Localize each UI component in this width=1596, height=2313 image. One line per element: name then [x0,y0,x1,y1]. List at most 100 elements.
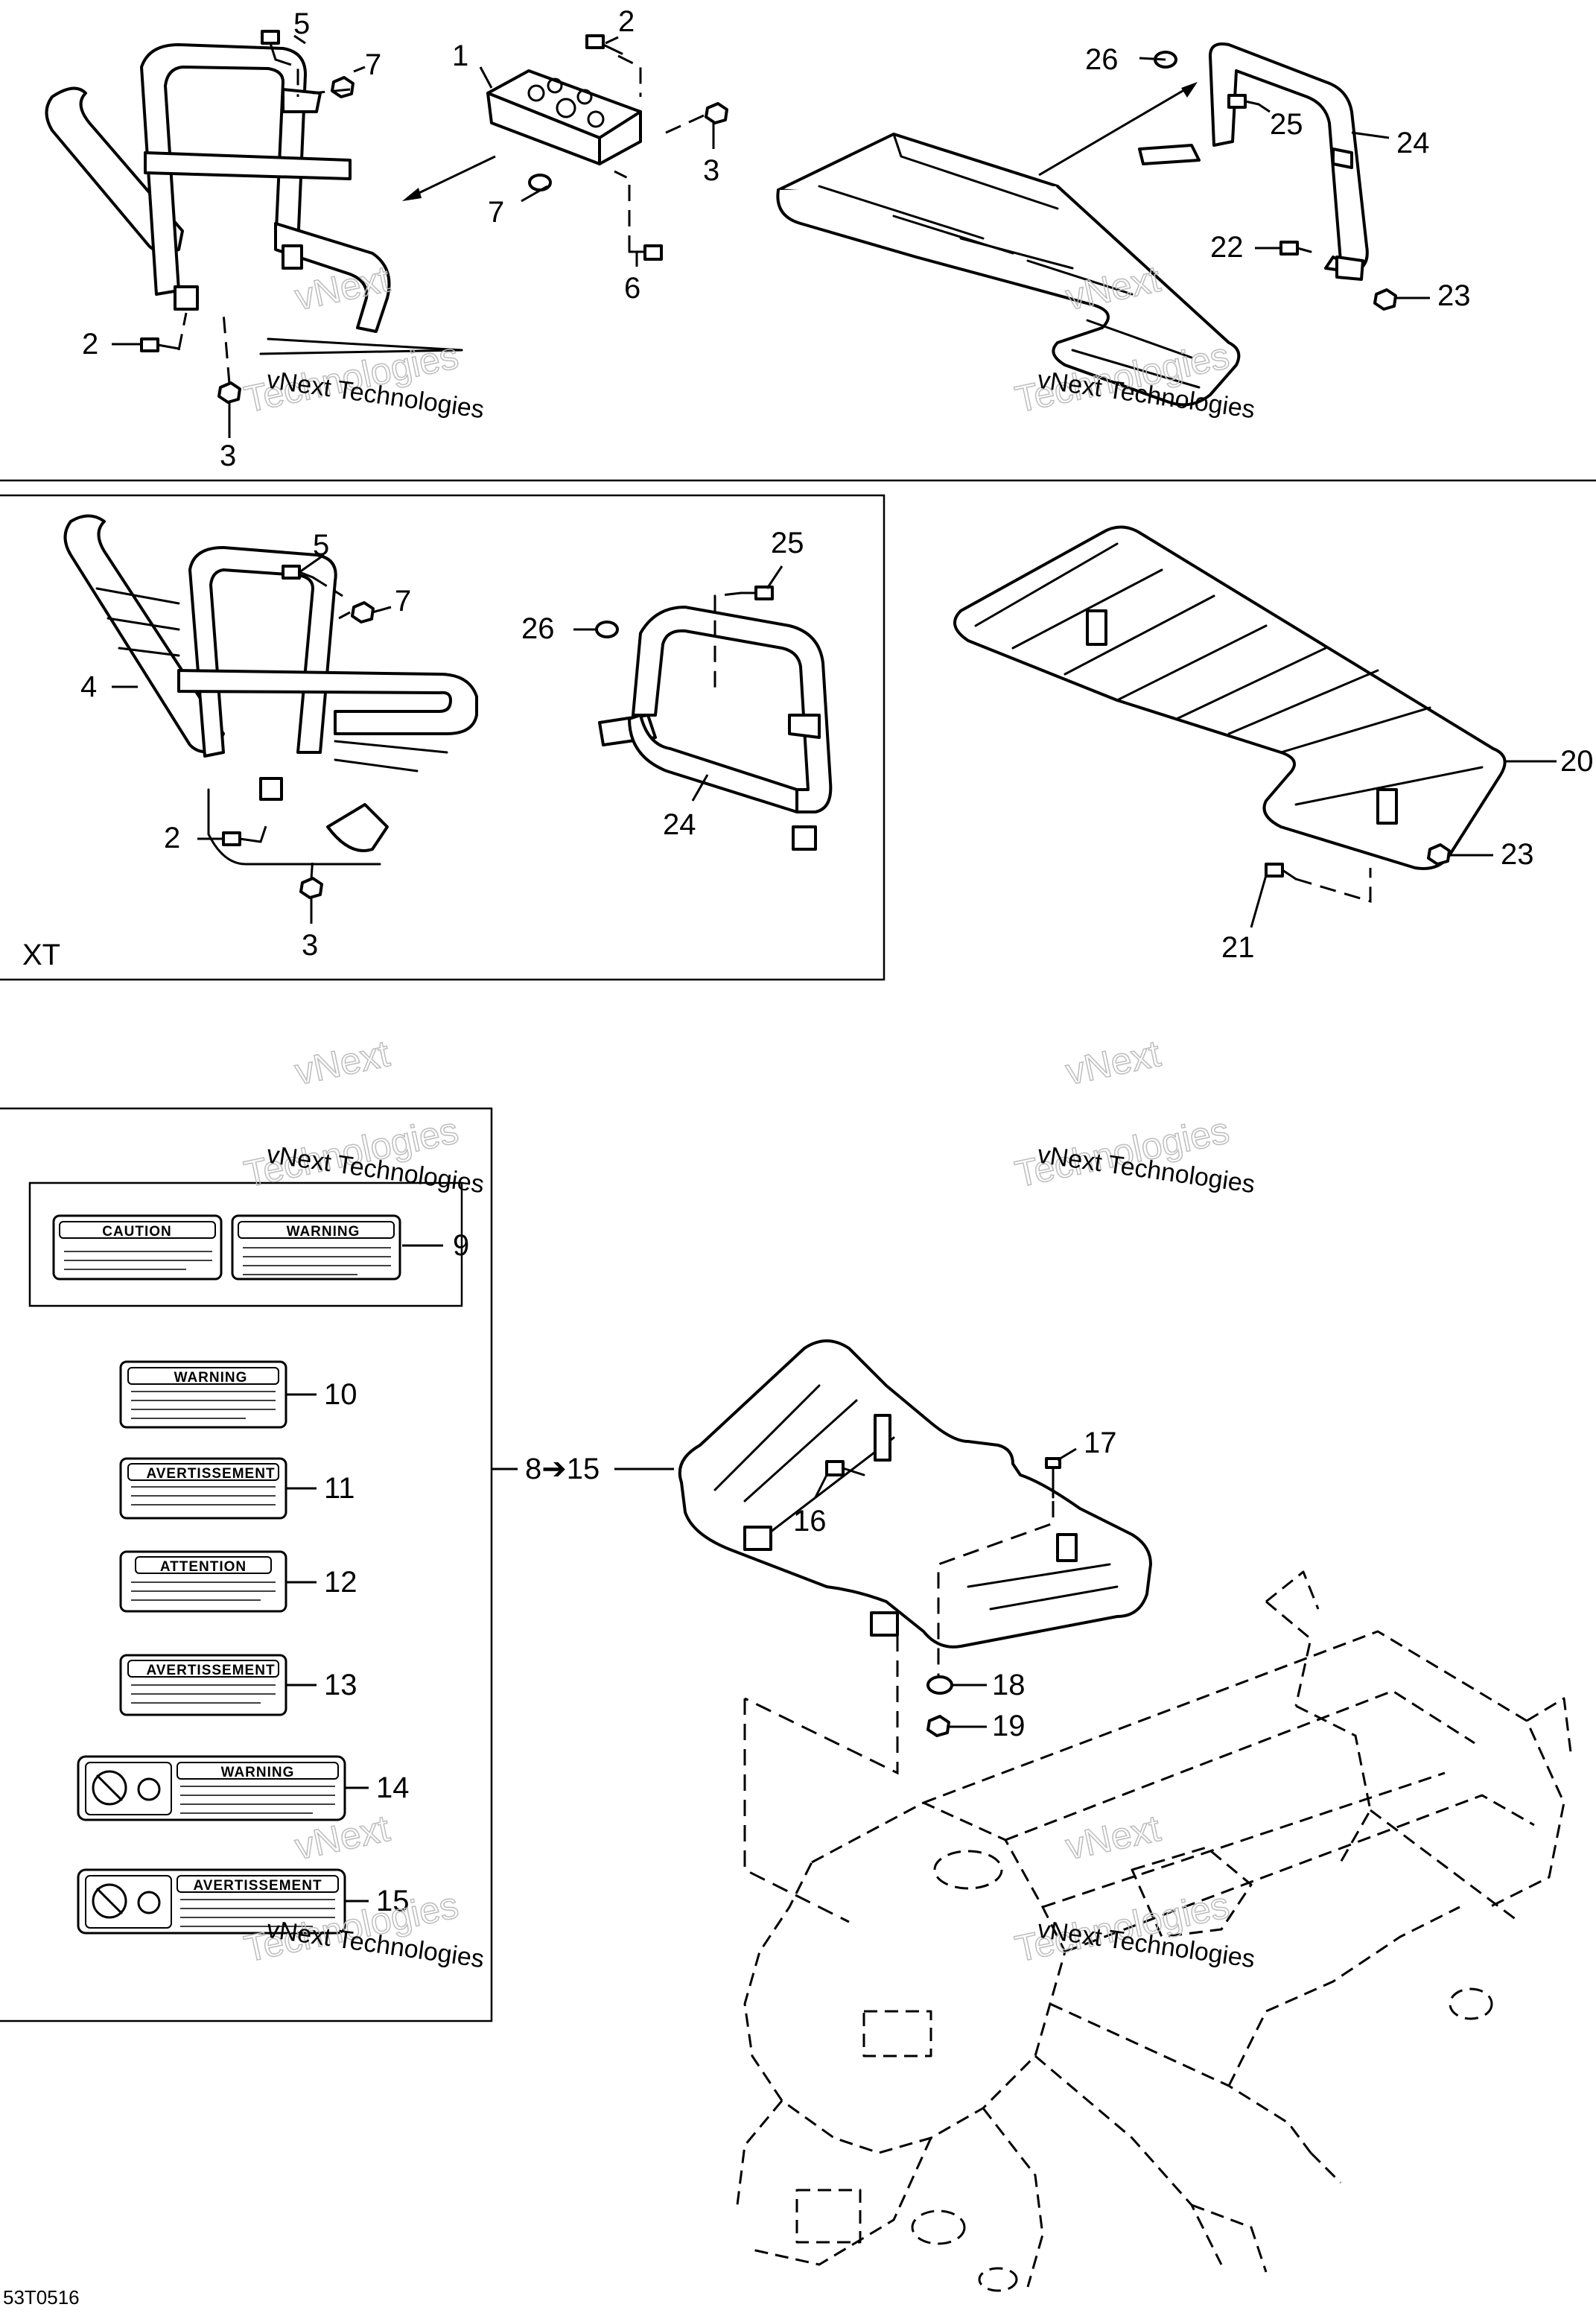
nut-23-xt [1427,843,1451,866]
screw-5-xt [282,565,314,580]
decal-9-warning [231,1214,401,1281]
decal-9-box [28,1181,463,1307]
passenger-backrest-standard [1138,42,1369,281]
xt-variant-box [0,494,886,981]
nut-3-top [705,102,728,124]
washer-18 [926,1675,953,1695]
decal-warning-title-9: WARNING [287,1224,360,1240]
front-bumper-standard [45,43,463,355]
callout-17: 17 [1084,1427,1117,1459]
decal-avertissement-title-11: AVERTISSEMENT [146,1466,275,1482]
callout-14: 14 [376,1771,410,1804]
screw-2-top [585,34,623,55]
washer-7-mid [528,174,552,191]
diagram-code: 53T0516 [3,2286,80,2309]
decal-10-warning [119,1360,287,1429]
callout-7-mid: 7 [488,196,504,229]
callout-5-top: 5 [293,7,310,40]
rear-rack-standard [776,133,1241,407]
callout-15: 15 [376,1885,410,1917]
callout-2-xt: 2 [164,822,180,854]
screw-17 [1045,1457,1061,1499]
screw-21 [1265,863,1297,881]
callout-26-xt: 26 [521,612,555,645]
decal-13-avertissement [119,1654,287,1716]
leader-lines [112,34,1557,1903]
callout-21: 21 [1221,931,1255,964]
svg-text:vNext: vNext [1062,1032,1164,1093]
front-rack-lower [678,1339,1152,1649]
callout-16: 16 [793,1505,827,1538]
decal-11-avertissement [119,1457,287,1520]
nut-7-top [331,76,355,98]
screw-16 [825,1460,865,1476]
callout-7-xt: 7 [395,585,411,618]
decal-avertissement-title-13: AVERTISSEMENT [146,1663,275,1678]
callout-3-xt: 3 [302,929,318,962]
nut-3-left [217,381,241,404]
decal-caution-title: CAUTION [102,1224,172,1240]
decal-14-warning-pictogram [77,1755,346,1821]
mounting-bracket-1 [486,69,642,165]
callout-2-top: 2 [618,5,635,38]
nut-7-xt [351,601,375,624]
callout-5-xt: 5 [313,529,329,562]
screw-25-top [1227,94,1260,109]
washer-26-xt [595,621,619,638]
decal-avertissement-title-15: AVERTISSEMENT [193,1878,322,1894]
watermark-4: vNext Technologies vNext Technologies [1011,1032,1256,1199]
nut-19 [926,1715,950,1737]
decal-12-attention [119,1550,287,1613]
callout-7-top: 7 [365,48,381,81]
backrest-arrow-line [1038,84,1192,177]
decal-9-caution [52,1214,223,1281]
screw-25-xt [740,586,774,600]
callout-19: 19 [992,1710,1026,1742]
callout-12: 12 [324,1566,357,1599]
callout-2-left: 2 [82,328,98,361]
callout-18: 18 [992,1669,1026,1701]
callout-22: 22 [1210,231,1244,264]
bracket-arrow-line [409,155,496,199]
callout-10: 10 [324,1378,357,1411]
variant-label-xt: XT [22,939,60,971]
screw-22 [1279,241,1312,256]
watermark-1: vNext Technologies vNext Technologies [240,257,486,424]
decal-kit-box [0,1107,493,2022]
bracket-arrow-head [402,188,422,201]
callout-1: 1 [452,39,468,72]
screw-2-left [140,337,180,352]
callout-24-top: 24 [1396,127,1430,159]
front-bumper-xt [63,514,478,866]
callout-13: 13 [324,1669,357,1701]
passenger-backrest-xt [598,606,833,851]
callout-9: 9 [453,1229,469,1262]
callout-20: 20 [1560,745,1594,778]
range-callout-8-to-15: 8➔15 [525,1453,600,1485]
callout-25-xt: 25 [771,527,804,559]
watermark-3: vNext Technologies vNext Technologies [240,1032,486,1199]
callout-3-left: 3 [220,440,236,472]
rear-rack-xt [953,525,1507,870]
decal-attention-title: ATTENTION [160,1559,247,1575]
callout-11: 11 [324,1472,355,1505]
callout-6: 6 [624,272,640,305]
nut-23-top [1373,288,1397,311]
screw-6 [628,244,663,261]
callout-23-top: 23 [1437,279,1471,312]
callout-26-top: 26 [1085,43,1119,76]
vehicle-frame [736,1570,1573,2292]
callout-23-xt: 23 [1501,838,1534,871]
decal-15-avertissement-pictogram [77,1868,346,1935]
backrest-arrow-head [1181,82,1198,98]
screw-2-xt [222,831,262,846]
svg-text:vNext: vNext [291,1032,393,1093]
svg-text:vNext: vNext [1062,1807,1164,1868]
nut-3-xt [299,877,323,899]
watermark-6: vNext Technologies vNext Technologies [1011,1806,1256,1973]
screw-5-top [261,30,280,61]
callout-3-top: 3 [703,154,719,187]
decal-warning-title-10: WARNING [174,1370,248,1386]
